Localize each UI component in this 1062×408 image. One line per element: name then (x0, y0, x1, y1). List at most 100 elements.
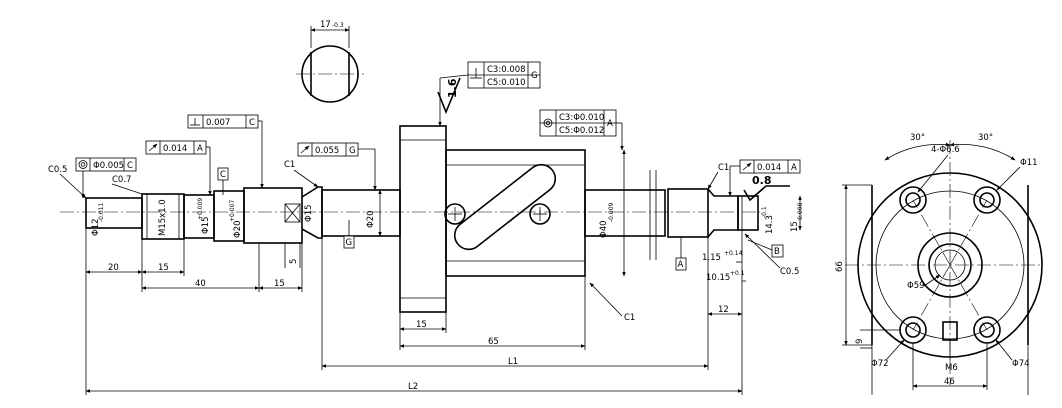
svg-text:4-Φ6.6: 4-Φ6.6 (931, 145, 960, 155)
svg-text:10.15: 10.15 (706, 273, 730, 283)
bearing-seat (243, 187, 303, 244)
datum-a: A (675, 237, 687, 271)
screw-head-right (529, 203, 551, 225)
svg-text:-0.008: -0.008 (797, 202, 804, 222)
flat-width-dim: 17 (320, 20, 331, 30)
chamfer-c07: C0.7 (112, 175, 131, 185)
flat-section-view: 17 -0.3 (296, 20, 364, 103)
svg-text:40: 40 (195, 279, 206, 289)
svg-text:Φ59: Φ59 (907, 281, 925, 291)
svg-text:Φ40: Φ40 (599, 220, 609, 238)
datum-b: B (747, 239, 784, 258)
svg-text:Φ15: Φ15 (304, 204, 314, 222)
svg-text:G: G (531, 71, 538, 81)
svg-text:Φ72: Φ72 (871, 359, 889, 369)
svg-text:C3:0.008: C3:0.008 (487, 65, 526, 75)
svg-text:66: 66 (835, 261, 845, 272)
nut-body (445, 149, 586, 277)
svg-text:0.055: 0.055 (315, 146, 339, 156)
svg-text:46: 46 (944, 377, 955, 387)
svg-text:C3:Φ0.010: C3:Φ0.010 (559, 113, 604, 123)
svg-text:0.014: 0.014 (757, 163, 781, 173)
svg-text:15: 15 (416, 320, 427, 330)
svg-text:C: C (127, 161, 133, 171)
svg-text:M6: M6 (945, 363, 958, 373)
svg-text:Φ0.005: Φ0.005 (93, 161, 124, 171)
surface-finish-journal: 0.8 (743, 174, 790, 202)
svg-text:+0.1: +0.1 (730, 270, 745, 277)
svg-text:15: 15 (274, 279, 285, 289)
screw-head-left (444, 203, 466, 225)
svg-text:C5:0.010: C5:0.010 (487, 78, 526, 88)
svg-text:A: A (678, 260, 684, 270)
tol-frame-runout-right: 0.014 A (728, 159, 801, 197)
svg-text:20: 20 (108, 263, 119, 273)
diameter-labels: Φ12 -0.011 M15x1.0 Φ15 +0.009 Φ20 +0.007… (91, 198, 804, 238)
svg-text:-0.011: -0.011 (98, 202, 105, 222)
svg-text:A: A (791, 163, 797, 173)
chamfer-c1-right: C1 (718, 163, 729, 173)
svg-text:9: 9 (855, 339, 865, 344)
svg-text:1.15: 1.15 (702, 253, 721, 263)
svg-text:0.014: 0.014 (163, 144, 187, 154)
svg-text:15: 15 (158, 263, 169, 273)
chamfer-c1-shaft: C1 (284, 160, 295, 170)
svg-text:M15x1.0: M15x1.0 (158, 199, 168, 236)
ball-nut (399, 125, 586, 313)
datum-c: C (217, 167, 229, 195)
svg-text:+0.007: +0.007 (229, 200, 236, 222)
flat-width-tol: -0.3 (332, 22, 344, 29)
return-tube (453, 163, 557, 251)
chamfer-c05-left: C0.5 (48, 165, 67, 175)
svg-text:0.8: 0.8 (752, 174, 772, 187)
end-step (707, 188, 739, 238)
svg-text:L1: L1 (508, 357, 518, 367)
tol-frame-perpendicularity-top: 0.007 C (187, 114, 264, 189)
svg-text:65: 65 (488, 337, 499, 347)
nut-flange (399, 125, 447, 313)
svg-text:5: 5 (289, 259, 299, 264)
hex-socket (284, 203, 301, 223)
svg-text:14.3: 14.3 (765, 215, 775, 234)
svg-text:G: G (349, 146, 356, 156)
tol-frame-runout-left: 0.014 A (145, 140, 212, 196)
horizontal-dimensions: 20 15 40 15 5 15 65 L1 L2 12 1.15 +0.14 … (85, 228, 746, 395)
svg-text:Φ15: Φ15 (201, 216, 211, 234)
svg-text:-0.009: -0.009 (608, 202, 615, 222)
svg-text:Φ12: Φ12 (91, 218, 101, 236)
svg-text:+0.009: +0.009 (197, 198, 204, 220)
tol-frame-nut-concentricity: C3:Φ0.010 C5:Φ0.012 A (539, 109, 624, 151)
end-shaft (737, 195, 759, 231)
end-journal (667, 188, 709, 238)
svg-text:0.007: 0.007 (206, 118, 230, 128)
chamfer-c05-right: C0.5 (780, 267, 799, 277)
shaft-body (85, 170, 759, 260)
svg-text:Φ74: Φ74 (1012, 359, 1030, 369)
svg-text:Φ11: Φ11 (1020, 158, 1038, 168)
svg-text:A: A (607, 119, 613, 129)
surface-finish-flange: 1.6 (437, 77, 461, 115)
tol-frame-runout-mid: 0.055 G (297, 142, 377, 191)
svg-text:C: C (249, 118, 255, 128)
svg-text:+0.14: +0.14 (724, 250, 743, 257)
tol-frame-concentricity: Φ0.005 C (75, 157, 137, 199)
screw-section-left (321, 189, 401, 237)
svg-text:1.6: 1.6 (446, 78, 459, 98)
flange-end-view: 30° 30° 4-Φ6.6 Φ11 Φ59 Φ72 Φ74 M6 66 9 4… (835, 133, 1043, 395)
svg-text:C: C (220, 170, 226, 180)
svg-text:12: 12 (718, 305, 729, 315)
datum-g: G (343, 220, 355, 249)
svg-text:L2: L2 (408, 382, 418, 392)
svg-text:B: B (774, 247, 780, 257)
chamfer-c1-nut: C1 (624, 313, 635, 323)
svg-text:15: 15 (790, 221, 800, 232)
svg-text:30°: 30° (978, 133, 993, 143)
svg-text:G: G (346, 238, 353, 248)
svg-text:Φ20: Φ20 (233, 220, 243, 238)
svg-text:Φ20: Φ20 (366, 210, 376, 228)
svg-text:-0.1: -0.1 (761, 206, 768, 218)
svg-text:A: A (197, 144, 203, 154)
svg-text:C5:Φ0.012: C5:Φ0.012 (559, 126, 604, 136)
svg-text:30°: 30° (910, 133, 925, 143)
